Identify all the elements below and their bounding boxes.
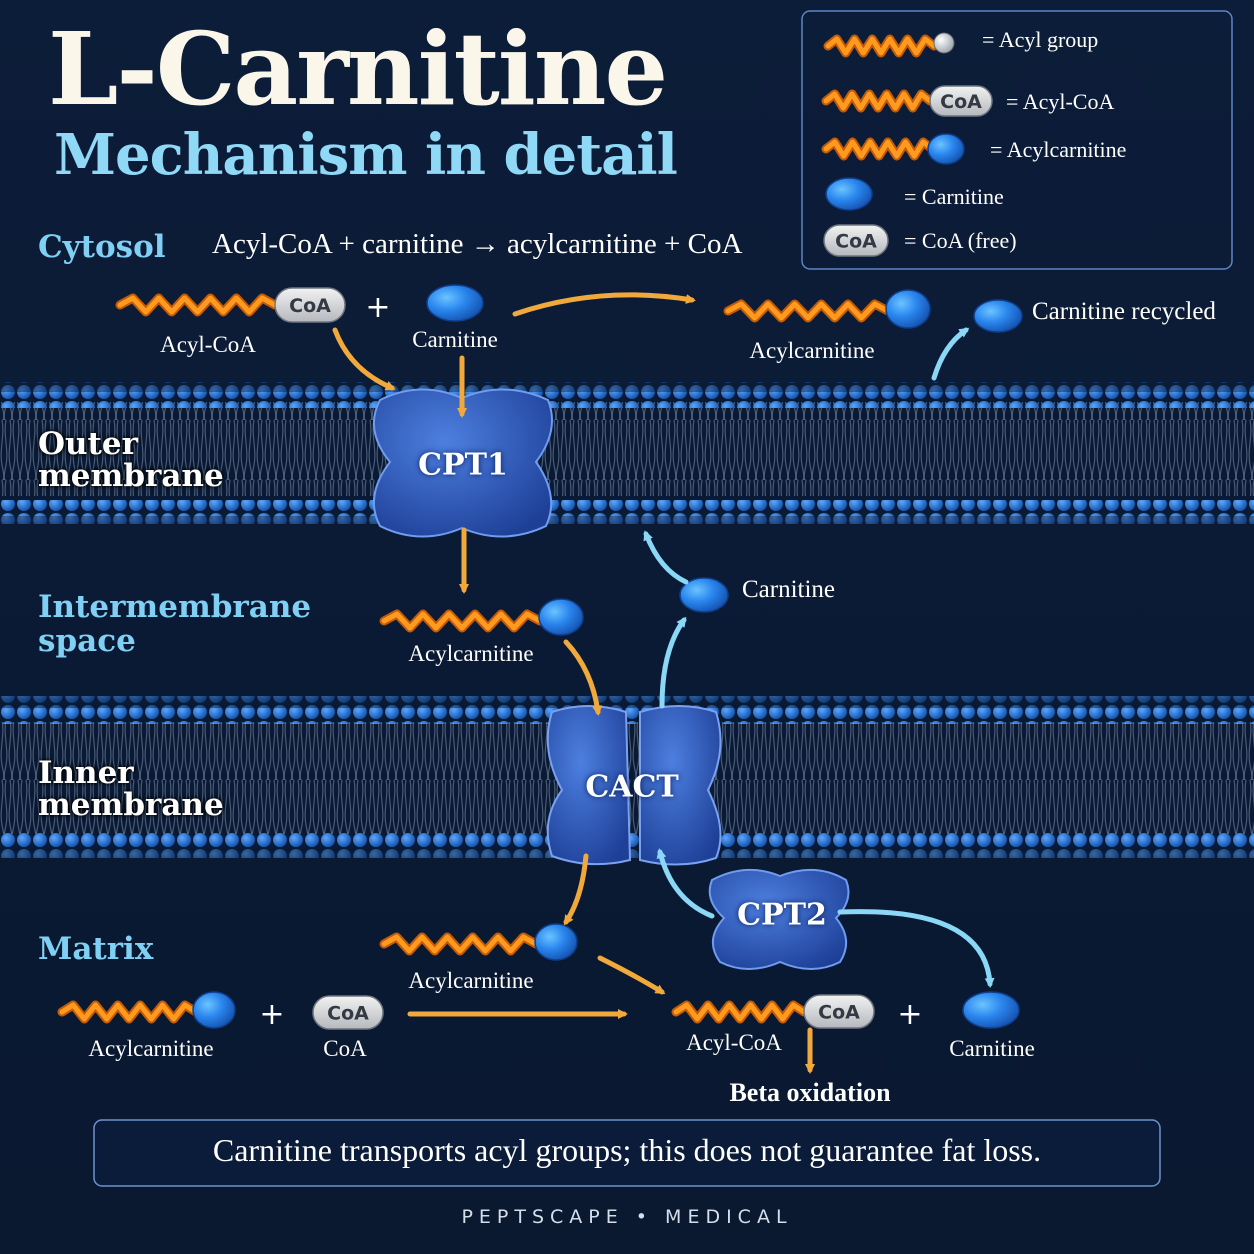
intermembrane-acylcarnitine-label: Acylcarnitine [408,641,534,666]
cpt2-label: CPT2 [737,897,827,933]
region-inner-membrane-line2: membrane [38,787,224,823]
arrow-cpt2-to-cact [656,848,715,919]
matrix-acylcarnitine-top [379,923,578,961]
cpt1-enzyme [373,388,553,538]
recycled-carnitine [973,299,1023,333]
cytosol-acylcarnitine [723,289,931,329]
legend-acylcarnitine-label: = Acylcarnitine [990,137,1127,162]
cytosol-equation: Acyl-CoA + carnitine → acylcarnitine + C… [212,228,743,260]
legend-carnitine-icon [825,177,873,211]
carnitine-recycled-label: Carnitine recycled [1032,298,1216,325]
cpt1-label: CPT1 [418,447,508,483]
intermembrane-carnitine-label: Carnitine [742,576,836,603]
line-cpt2-to-carnitine [837,909,995,988]
matrix-acylcarnitine [57,991,236,1029]
arrow-cact-to-intermembrane-carnitine [659,616,687,709]
svg-text:CoA: CoA [940,91,982,113]
svg-text:CoA: CoA [818,1002,860,1024]
svg-text:CoA: CoA [835,231,877,253]
legend-carnitine-label: = Carnitine [904,184,1004,209]
molecules-layer: CoA CoA CoA CoA CoA [57,32,1023,1030]
region-matrix: Matrix [38,931,154,967]
region-intermembrane-line2: space [38,623,136,659]
legend-coa-free-icon: CoA [823,224,889,257]
matrix-carnitine [962,991,1020,1029]
arrows-layer [332,292,995,1074]
note-box: Carnitine transports acyl groups; this d… [94,1120,1160,1186]
region-inner-membrane-line1: Inner [38,755,134,791]
matrix-coa-label: CoA [323,1036,367,1061]
footer-note: Carnitine transports acyl groups; this d… [212,1132,1042,1168]
legend-acyl-group-label: = Acyl group [982,27,1099,52]
cact-enzyme [546,705,722,866]
intermembrane-carnitine [679,577,729,613]
cytosol-carnitine-label: Carnitine [412,327,498,352]
outer-membrane-bilayer [0,382,1254,524]
svg-text:CoA: CoA [289,295,331,317]
legend-acyl-coa-label: = Acyl-CoA [1006,89,1115,114]
region-outer-membrane-line1: Outer [38,426,138,462]
arrow-carnitine-to-cpt1 [643,530,689,585]
cytosol-acyl-coa: CoA [115,287,346,323]
cytosol-acyl-coa-label: Acyl-CoA [160,332,256,357]
arrow-acylcarnitine-to-acyl-coa [597,955,666,995]
cact-label: CACT [585,769,679,805]
legend-frame [801,10,1233,270]
intermembrane-acylcarnitine [379,598,584,636]
cytosol-acylcarnitine-label: Acylcarnitine [749,338,875,363]
legend-acyl-coa-icon: CoA [821,85,993,117]
matrix-acyl-coa-label: Acyl-CoA [686,1030,782,1055]
legend-acylcarnitine-icon [821,133,965,165]
matrix-plus-right: + [897,997,923,1032]
legend-acyl-group-icon [823,32,955,58]
arrow-acylcarnitine-to-cact [563,639,603,716]
cpt2-enzyme [708,868,850,970]
beta-oxidation-label: Beta oxidation [729,1078,891,1107]
cytosol-carnitine [426,284,484,322]
arrow-cact-to-matrix [563,853,589,926]
region-outer-membrane-line2: membrane [38,458,224,494]
note-frame [93,1119,1161,1187]
matrix-acylcarnitine-top-label: Acylcarnitine [408,968,534,993]
matrix-plus-left: + [259,997,285,1032]
svg-text:CoA: CoA [327,1003,369,1025]
matrix-coa: CoA [312,995,384,1030]
arrow-cytosol-to-acylcarnitine [512,292,696,317]
cytosol-plus: + [365,290,391,325]
brand-label: PEPTSCAPE • MEDICAL [461,1206,793,1228]
region-intermembrane-line1: Intermembrane [38,589,312,625]
arrow-carnitine-recycled [931,327,970,381]
page-title: L-Carnitine [48,10,668,128]
page-subtitle: Mechanism in detail [54,122,678,188]
arrow-acyl-coa-to-cpt1 [332,327,396,391]
matrix-acylcarnitine-label: Acylcarnitine [88,1036,214,1061]
region-cytosol: Cytosol [38,229,166,265]
matrix-acyl-coa: CoA [671,994,875,1029]
legend-coa-free-label: = CoA (free) [904,228,1017,253]
matrix-carnitine-label: Carnitine [949,1036,1035,1061]
